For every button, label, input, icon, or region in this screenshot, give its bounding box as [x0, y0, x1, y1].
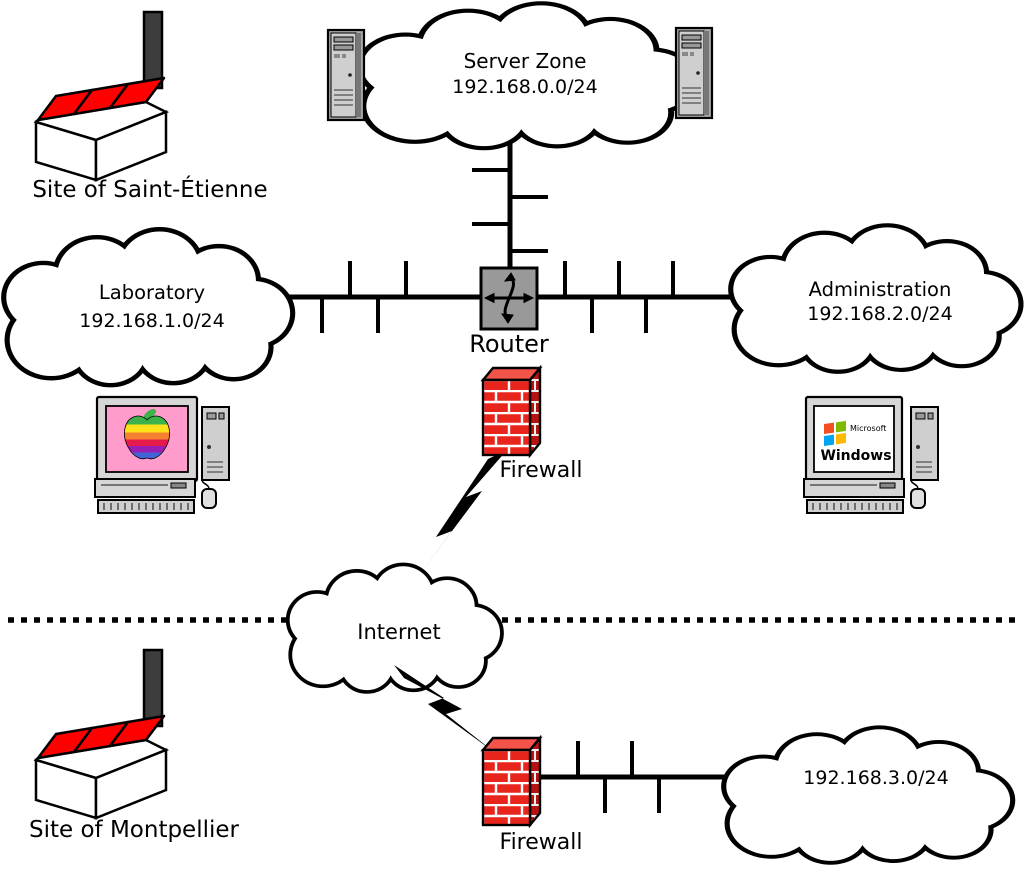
firewall-bottom-label: Firewall — [500, 830, 583, 855]
windows-os-text: Windows — [820, 448, 891, 464]
firewall-bottom-icon — [481, 736, 542, 827]
server-zone-label: Server Zone — [464, 49, 587, 73]
montpellier-subnet-label: 192.168.3.0/24 — [803, 767, 948, 789]
site-label-montpellier: Site of Montpellier — [29, 817, 240, 843]
firewall-top-icon — [481, 366, 542, 457]
mac-mouse — [201, 488, 217, 509]
windows-mouse — [910, 488, 926, 509]
server-tower-right-icon — [674, 26, 714, 120]
montpellier-lan-cloud — [725, 728, 1012, 862]
site-label-saint-etienne: Site of Saint-Étienne — [32, 175, 267, 203]
laboratory-subnet: 192.168.1.0/24 — [79, 310, 224, 332]
windows-computer-icon: Microsoft Windows — [803, 395, 939, 514]
windows-brand-text: Microsoft — [850, 424, 886, 433]
server-zone-subnet: 192.168.0.0/24 — [452, 76, 597, 98]
router-arrows-icon — [483, 272, 535, 324]
windows-logo-icon: Microsoft Windows — [820, 420, 892, 464]
mac-computer-icon — [94, 395, 230, 514]
lightning-bolt-bottom-icon — [394, 665, 494, 752]
router-device: Router — [469, 266, 549, 358]
internet-label: Internet — [357, 620, 440, 644]
administration-label: Administration — [809, 278, 952, 301]
server-zone-bus — [472, 125, 548, 268]
server-tower-left-icon — [326, 28, 366, 122]
apple-logo-icon — [124, 409, 170, 460]
router-label: Router — [469, 330, 549, 358]
montpellier-lan-bus — [537, 741, 735, 813]
firewall-top-label: Firewall — [500, 458, 583, 483]
laboratory-label: Laboratory — [99, 281, 205, 304]
factory-icon-montpellier — [34, 648, 168, 820]
lightning-bolt-top-icon — [414, 450, 507, 582]
laboratory-cloud — [5, 230, 292, 384]
factory-icon-saint-etienne — [34, 10, 168, 182]
administration-subnet: 192.168.2.0/24 — [807, 303, 952, 325]
